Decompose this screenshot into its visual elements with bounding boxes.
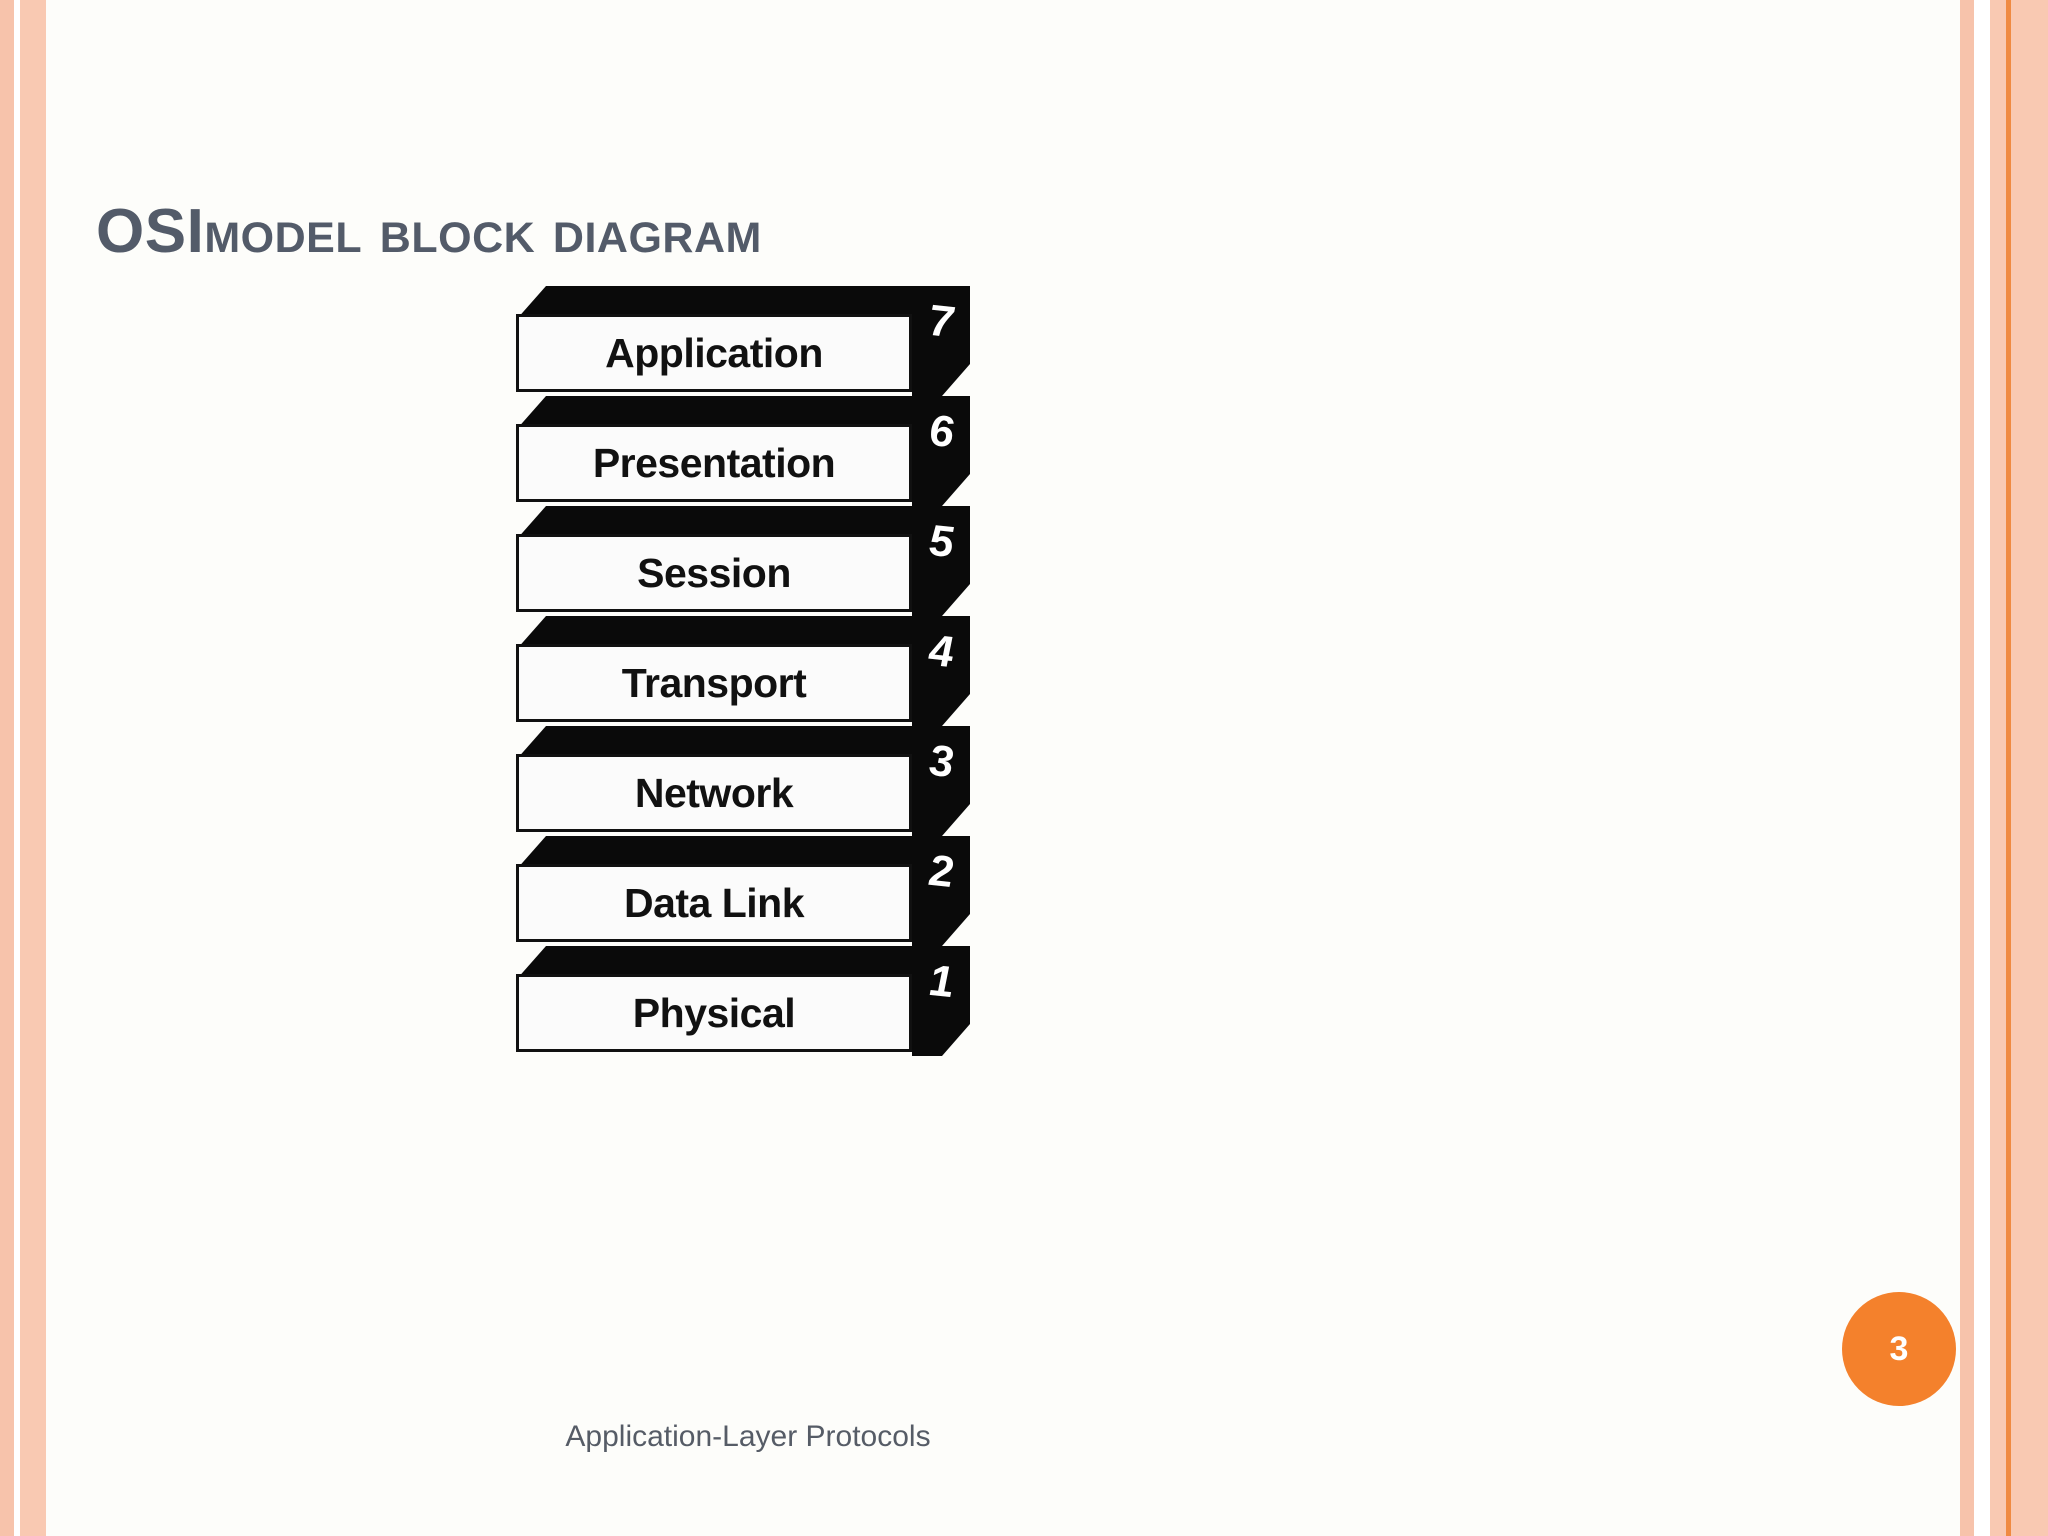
page-number-label: 3 [1889,1329,1909,1368]
left-stripe-3 [20,0,46,1536]
layer-face: Session [516,534,912,612]
layer-number: 3 [928,735,954,788]
layer-number: 5 [928,515,954,568]
layer-face: Data Link [516,864,912,942]
layer-number: 2 [928,845,954,898]
osi-layer-6: Presentation 6 [508,396,988,506]
page-title-lead: OSI [96,197,205,266]
osi-layer-3: Network 3 [508,726,988,836]
right-border-stripes [1960,0,2048,1536]
osi-layer-5: Session 5 [508,506,988,616]
layer-label: Application [605,329,823,376]
right-stripe-1 [1960,0,1974,1536]
layer-label: Presentation [592,439,836,486]
page-title-rest: Model Block Diagram [204,197,762,266]
osi-layer-2: Data Link 2 [508,836,988,946]
osi-stack-diagram: Application 7 Presentation 6 Session 5 [508,286,988,1076]
osi-layer-4: Transport 4 [508,616,988,726]
layer-number: 1 [928,955,954,1008]
layer-side-face: 1 [912,946,970,1056]
layer-side-face: 2 [912,836,970,946]
layer-face: Physical [516,974,912,1052]
right-stripe-3 [1990,0,2006,1536]
layer-face: Transport [516,644,912,722]
page-title: OSIModel Block Diagram [96,196,762,267]
layer-number: 4 [928,625,954,678]
right-stripe-accent [2006,0,2011,1536]
layer-side-face: 4 [912,616,970,726]
layer-label: Session [637,549,791,596]
page-number-badge: 3 [1842,1292,1956,1406]
layer-label: Transport [621,659,807,706]
right-stripe-2 [1974,0,1990,1536]
layer-face: Application [516,314,912,392]
layer-side-face: 6 [912,396,970,506]
left-stripe-2 [14,0,20,1536]
layer-label: Physical [632,989,796,1036]
osi-layer-1: Physical 1 [508,946,988,1056]
left-border-stripes [0,0,46,1536]
layer-label: Network [634,769,794,816]
layer-number: 7 [928,295,954,348]
layer-face: Presentation [516,424,912,502]
diagram-caption: Application-Layer Protocols [565,1420,931,1453]
osi-layer-7: Application 7 [508,286,988,396]
left-stripe-1 [0,0,14,1536]
layer-side-face: 3 [912,726,970,836]
layer-side-face: 7 [912,286,970,396]
right-stripe-5 [2011,0,2048,1536]
layer-number: 6 [928,405,954,458]
layer-label: Data Link [623,879,805,926]
layer-face: Network [516,754,912,832]
layer-side-face: 5 [912,506,970,616]
